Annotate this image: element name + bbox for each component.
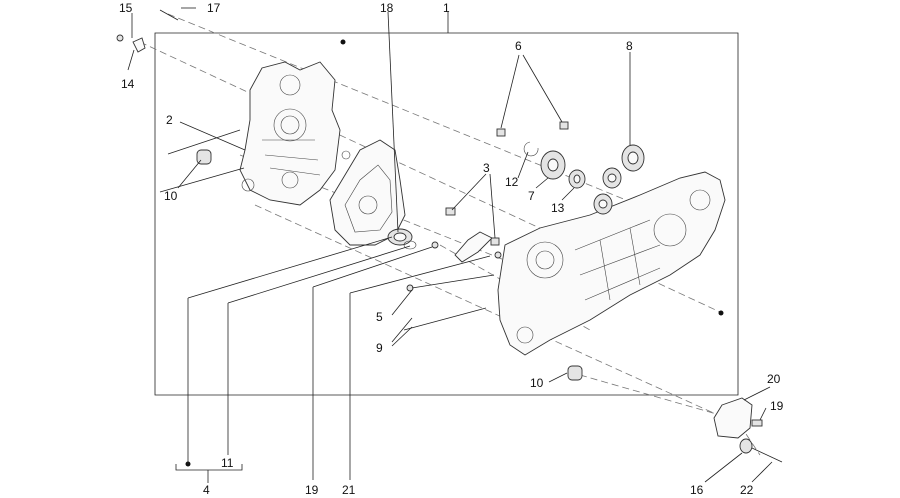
callout-2: 2 xyxy=(166,113,173,127)
callout-19-bottom: 19 xyxy=(305,483,319,497)
bearings xyxy=(540,144,645,215)
callout-3: 3 xyxy=(483,161,490,175)
callout-20: 20 xyxy=(767,372,781,386)
callout-6: 6 xyxy=(515,39,522,53)
assembly-frame xyxy=(154,32,739,396)
left-crankcase-half xyxy=(239,61,341,206)
callout-4: 4 xyxy=(203,483,210,497)
callout-16: 16 xyxy=(690,483,704,497)
callout-5: 5 xyxy=(376,310,383,324)
callout-7: 7 xyxy=(528,189,535,203)
callout-11: 11 xyxy=(221,456,234,470)
callout-labels: 15 17 14 18 1 6 8 2 10 3 12 7 13 5 9 10 … xyxy=(119,1,784,497)
callout-10-right: 10 xyxy=(530,376,544,390)
leader-lines xyxy=(127,7,773,483)
right-crankcase-half xyxy=(497,171,726,356)
studs xyxy=(159,9,495,331)
crankcase-gasket xyxy=(329,139,406,246)
callout-15: 15 xyxy=(119,1,133,15)
callout-14: 14 xyxy=(121,77,135,91)
bracket-assembly xyxy=(713,397,783,463)
callout-8: 8 xyxy=(626,39,633,53)
small-parts xyxy=(116,34,583,381)
callout-13: 13 xyxy=(551,201,565,215)
callout-18: 18 xyxy=(380,1,394,15)
callout-10-left: 10 xyxy=(164,189,178,203)
callout-9: 9 xyxy=(376,341,383,355)
callout-21: 21 xyxy=(342,483,356,497)
callout-1: 1 xyxy=(443,1,450,15)
oil-seal xyxy=(387,228,417,250)
callout-22: 22 xyxy=(740,483,754,497)
callout-19-right: 19 xyxy=(770,399,784,413)
callout-17: 17 xyxy=(207,1,221,15)
callout-12: 12 xyxy=(505,175,519,189)
